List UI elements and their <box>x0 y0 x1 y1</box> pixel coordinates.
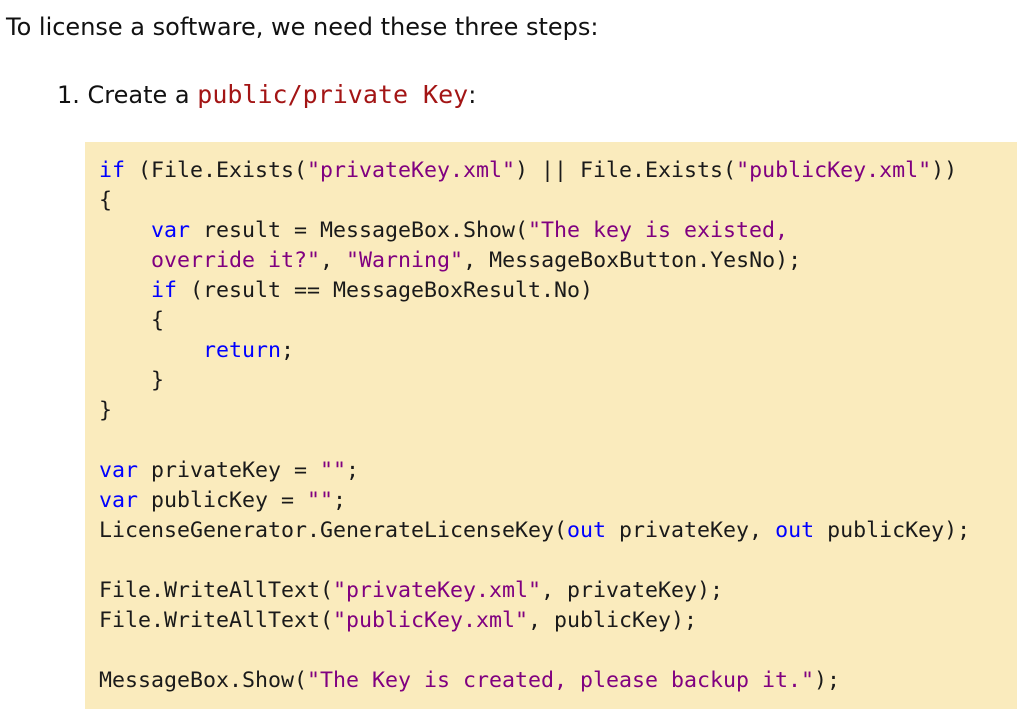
code-content: if (File.Exists("privateKey.xml") || Fil… <box>99 156 1017 696</box>
code-text: publicKey); <box>814 518 971 543</box>
code-line: if (result == MessageBoxResult.No) <box>99 276 1017 306</box>
code-text: (result == MessageBoxResult.No) <box>177 278 594 303</box>
code-keyword: if <box>151 278 178 303</box>
code-keyword: var <box>99 488 139 513</box>
code-line <box>99 636 1017 666</box>
code-text: , <box>320 248 347 273</box>
code-text: ; <box>333 488 347 513</box>
code-string: "The Key is created, please backup it." <box>307 668 815 693</box>
code-string: "" <box>307 488 334 513</box>
code-keyword: out <box>567 518 607 543</box>
code-text <box>99 218 151 243</box>
code-text: ); <box>814 668 841 693</box>
step-prefix: Create a <box>87 81 190 109</box>
code-keyword: return <box>203 338 282 363</box>
code-line: if (File.Exists("privateKey.xml") || Fil… <box>99 156 1017 186</box>
code-text: MessageBox.Show( <box>99 668 308 693</box>
code-string: "publicKey.xml" <box>333 608 529 633</box>
code-text: , publicKey); <box>528 608 698 633</box>
code-text: result = MessageBox.Show( <box>190 218 529 243</box>
code-text: } <box>99 368 165 393</box>
code-string: "Warning" <box>346 248 464 273</box>
code-text: privateKey, <box>606 518 776 543</box>
code-string: "privateKey.xml" <box>307 158 516 183</box>
code-string: "publicKey.xml" <box>736 158 932 183</box>
intro-paragraph: To license a software, we need these thr… <box>6 11 599 43</box>
code-line: return; <box>99 336 1017 366</box>
code-line: override it?", "Warning", MessageBoxButt… <box>99 246 1017 276</box>
code-text: ) || File.Exists( <box>515 158 737 183</box>
code-text: File.WriteAllText( <box>99 578 334 603</box>
code-text <box>99 248 151 273</box>
code-text: (File.Exists( <box>125 158 308 183</box>
code-line: File.WriteAllText("publicKey.xml", publi… <box>99 606 1017 636</box>
code-block: if (File.Exists("privateKey.xml") || Fil… <box>85 142 1017 709</box>
code-text: { <box>99 308 165 333</box>
code-text: , privateKey); <box>541 578 724 603</box>
code-text: ; <box>346 458 360 483</box>
step-item-1: 1. Create a public/private Key: <box>57 78 476 112</box>
intro-text: To license a software, we need these thr… <box>6 13 599 41</box>
code-text: )) <box>931 158 958 183</box>
code-string: override it?" <box>151 248 321 273</box>
code-line: } <box>99 396 1017 426</box>
code-line: } <box>99 366 1017 396</box>
code-line: File.WriteAllText("privateKey.xml", priv… <box>99 576 1017 606</box>
code-string: "The key is existed, <box>528 218 789 243</box>
code-keyword: var <box>151 218 191 243</box>
code-text <box>99 278 151 303</box>
step-number: 1. <box>57 81 80 109</box>
code-line: { <box>99 186 1017 216</box>
code-line: { <box>99 306 1017 336</box>
code-text: , MessageBoxButton.YesNo); <box>463 248 802 273</box>
code-text <box>99 338 203 363</box>
code-text: publicKey = <box>138 488 308 513</box>
code-string: "" <box>320 458 347 483</box>
code-string: "privateKey.xml" <box>333 578 542 603</box>
code-line <box>99 546 1017 576</box>
code-text: { <box>99 188 113 213</box>
code-text: privateKey = <box>138 458 321 483</box>
code-line <box>99 426 1017 456</box>
code-text: File.WriteAllText( <box>99 608 334 633</box>
code-keyword: out <box>775 518 815 543</box>
code-line: var publicKey = ""; <box>99 486 1017 516</box>
code-line: LicenseGenerator.GenerateLicenseKey(out … <box>99 516 1017 546</box>
code-text: } <box>99 398 113 423</box>
code-line: var privateKey = ""; <box>99 456 1017 486</box>
inline-code: public/private Key <box>197 80 469 109</box>
code-line: var result = MessageBox.Show("The key is… <box>99 216 1017 246</box>
code-text: LicenseGenerator.GenerateLicenseKey( <box>99 518 568 543</box>
code-keyword: var <box>99 458 139 483</box>
step-suffix: : <box>468 81 477 109</box>
code-line: MessageBox.Show("The Key is created, ple… <box>99 666 1017 696</box>
code-text: ; <box>281 338 295 363</box>
code-keyword: if <box>99 158 126 183</box>
